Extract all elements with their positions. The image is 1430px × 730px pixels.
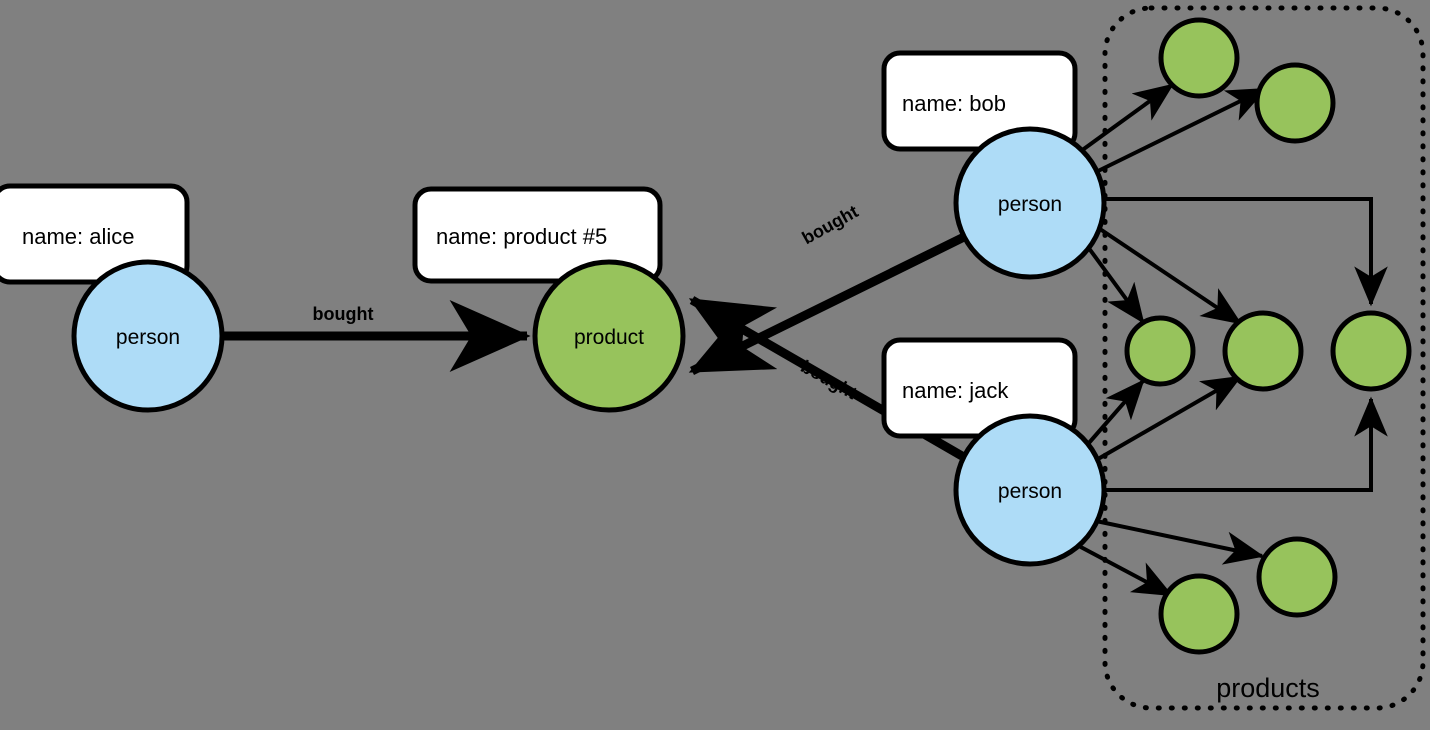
property-box-alice-text: name: alice (22, 224, 135, 249)
edge-bob-p4 (1098, 227, 1242, 325)
property-box-jack-text: name: jack (902, 378, 1009, 403)
node-product5-circle (532, 259, 686, 413)
property-box-product5[interactable]: name: product #5 (412, 186, 663, 284)
node-product-p4[interactable] (1222, 310, 1304, 392)
edge-label-jack-bought: bought (797, 356, 860, 403)
node-product-p3[interactable] (1124, 315, 1196, 387)
property-boxes: name: alice name: product #5 name: bob n… (0, 50, 1078, 439)
product-group-nodes (1124, 17, 1412, 655)
edge-jack-p3 (1086, 379, 1145, 446)
node-product-p6[interactable] (1256, 536, 1338, 618)
property-box-product5-text: name: product #5 (436, 224, 607, 249)
property-box-product5-rect (412, 186, 663, 284)
node-product-p1[interactable] (1158, 17, 1240, 99)
node-alice-circle (71, 259, 225, 413)
node-product-p5[interactable] (1330, 310, 1412, 392)
edge-label-bob-bought: bought (799, 201, 862, 248)
node-product-p7[interactable] (1158, 573, 1240, 655)
edge-jack-p4 (1096, 375, 1243, 461)
edge-jack-p5 (1104, 396, 1388, 492)
products-group-label: products (1216, 673, 1320, 703)
main-nodes: person product person person (71, 126, 1107, 567)
edge-jack-p7 (1076, 543, 1174, 597)
edge-bob-p3 (1086, 245, 1145, 324)
edge-bob-p5 (1104, 197, 1388, 307)
edge-label-alice-bought: bought (313, 304, 374, 324)
edge-bob-p1 (1079, 83, 1174, 153)
property-box-alice[interactable]: name: alice (0, 183, 190, 285)
thin-edges (1076, 83, 1388, 597)
node-bob-circle (953, 126, 1107, 280)
products-group (1102, 5, 1426, 711)
node-bob-label: person (998, 193, 1062, 216)
node-product5[interactable]: product (532, 259, 686, 413)
edge-bob-p2 (1095, 87, 1268, 174)
property-box-bob-text: name: bob (902, 91, 1006, 116)
node-jack-circle (953, 413, 1107, 567)
node-jack-label: person (998, 480, 1062, 503)
property-box-bob[interactable]: name: bob (881, 50, 1078, 152)
node-product5-label: product (574, 326, 644, 349)
products-group-border (1102, 5, 1426, 711)
node-product-p2[interactable] (1254, 62, 1336, 144)
node-jack[interactable]: person (953, 413, 1107, 567)
node-alice[interactable]: person (71, 259, 225, 413)
edge-jack-p6 (1095, 519, 1265, 565)
node-alice-label: person (116, 326, 180, 349)
property-box-alice-rect (0, 183, 190, 285)
node-bob[interactable]: person (953, 126, 1107, 280)
